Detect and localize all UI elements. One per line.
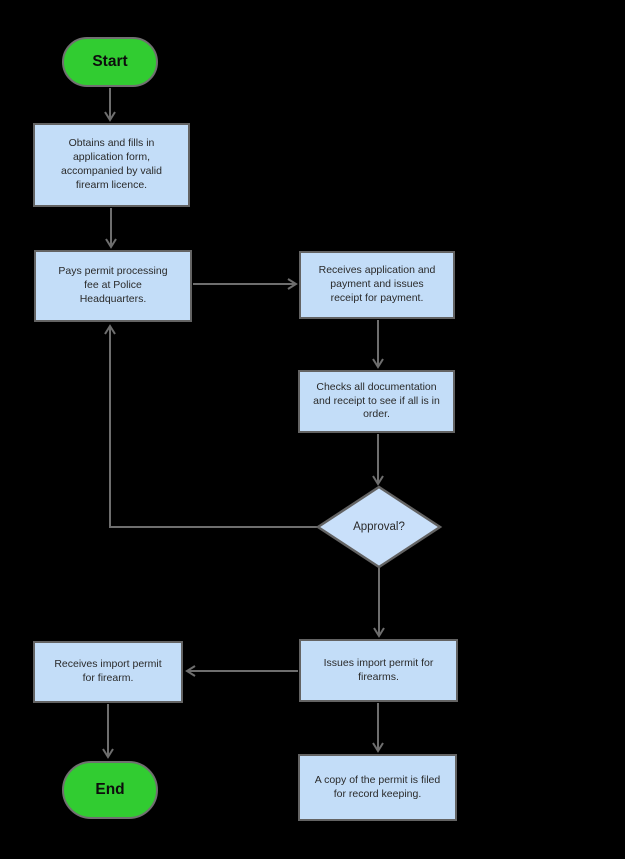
node-obtain-application-form[interactable]: Obtains and fills in application form, a… (33, 123, 190, 207)
node-start-label: Start (92, 53, 128, 70)
node-pays-processing-fee[interactable]: Pays permit processing fee at Police Hea… (34, 250, 192, 322)
node-issues-import-permit[interactable]: Issues import permit for firearms. (299, 639, 458, 702)
node-copy-filed-label: A copy of the permit is filed for record… (314, 773, 441, 800)
node-issues-label: Issues import permit for firearms. (323, 656, 434, 683)
node-copy-filed-record[interactable]: A copy of the permit is filed for record… (298, 754, 457, 821)
node-end-label: End (95, 781, 125, 798)
node-receives-import-permit[interactable]: Receives import permit for firearm. (33, 641, 183, 703)
node-start[interactable]: Start (62, 37, 158, 87)
edge-approval-to-pays-loopback (104, 324, 318, 528)
node-pays-label: Pays permit processing fee at Police Hea… (58, 265, 168, 305)
node-checks-label: Checks all documentation and receipt to … (313, 380, 440, 421)
node-receives-app-label: Receives application and payment and iss… (318, 264, 436, 304)
node-receives-application-payment[interactable]: Receives application and payment and iss… (299, 251, 455, 319)
node-checks-documentation[interactable]: Checks all documentation and receipt to … (298, 370, 455, 433)
node-approval-label: Approval? (353, 521, 405, 533)
node-approval-decision[interactable]: Approval? (318, 487, 440, 567)
node-obtain-label: Obtains and fills in application form, a… (61, 137, 162, 191)
node-receives-permit-label: Receives import permit for firearm. (54, 658, 162, 684)
node-end[interactable]: End (62, 761, 158, 819)
